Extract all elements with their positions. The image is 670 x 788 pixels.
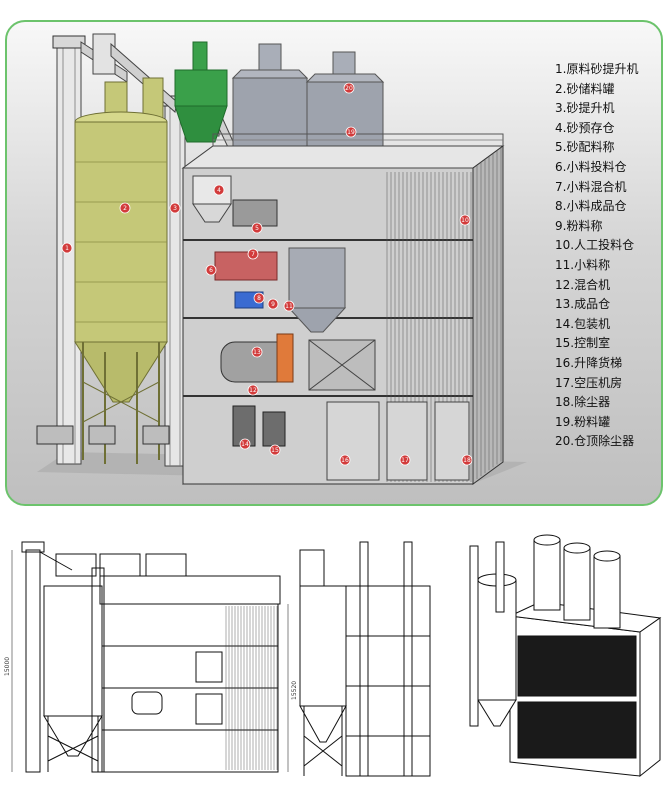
legend: 1.原料砂提升机 2.砂储料罐 3.砂提升机 4.砂预存仓 5.砂配料称 6.小料投料仓 7… [555,60,661,452]
callout-number: 7 [251,251,255,258]
callout-11: 11 [283,300,295,312]
callout-number: 8 [257,295,261,302]
legend-item: 12.混合机 [555,277,611,292]
callout-number: 1 [65,245,69,252]
callout-2: 2 [119,202,131,214]
technical-drawings: 15000 15520 [4,534,662,778]
dimension-total-height: 15000 [4,657,11,676]
legend-item: 8.小料成品仓 [555,199,627,214]
callout-15: 15 [269,444,281,456]
callout-number: 6 [209,267,213,274]
legend-item: 5.砂配料称 [555,140,615,155]
legend-item: 10.人工投料仓 [555,238,635,253]
legend-item: 17.空压机房 [555,375,623,390]
callout-number: 16 [341,457,349,464]
callout-18: 18 [461,454,473,466]
callout-9: 9 [267,298,279,310]
legend-item: 11.小料称 [555,257,611,272]
dimension-floor-height: 15520 [291,681,298,700]
callout-5: 5 [251,222,263,234]
legend-item: 7.小料混合机 [555,179,627,194]
callout-7: 7 [247,248,259,260]
legend-item: 16.升降货梯 [555,355,623,370]
callout-14: 14 [239,438,251,450]
side-elevation [299,541,431,777]
legend-item: 20.仓顶除尘器 [555,434,635,449]
callout-20: 20 [343,82,355,94]
callout-10: 10 [459,214,471,226]
cyclone-dust-collector [174,41,228,143]
legend-item: 18.除尘器 [555,395,611,410]
callout-number: 11 [285,303,293,310]
callout-number: 17 [401,457,409,464]
legend-item: 19.粉料罐 [555,414,611,429]
callout-4: 4 [213,184,225,196]
callout-17: 17 [399,454,411,466]
callout-number: 2 [123,205,127,212]
callout-number: 12 [249,387,257,394]
legend-item: 3.砂提升机 [555,101,615,116]
callout-19: 19 [345,126,357,138]
callout-6: 6 [205,264,217,276]
callout-3: 3 [169,202,181,214]
legend-item: 2.砂储料罐 [555,81,615,96]
callout-number: 10 [461,217,469,224]
legend-item: 1.原料砂提升机 [555,62,639,76]
isometric-view [469,534,662,778]
callout-number: 3 [173,205,177,212]
callout-16: 16 [339,454,351,466]
callout-number: 20 [345,85,353,92]
callout-number: 13 [253,349,261,356]
callout-1: 1 [61,242,73,254]
legend-item: 4.砂预存仓 [555,120,615,135]
legend-item: 13.成品仓 [555,297,611,312]
callout-number: 5 [255,225,259,232]
legend-item: 15.控制室 [555,336,611,351]
legend-item: 14.包装机 [555,316,611,331]
callout-number: 9 [271,301,275,308]
legend-item: 9.粉料称 [555,218,603,233]
sand-storage-silo [74,77,170,464]
main-building [181,133,505,485]
callout-12: 12 [247,384,259,396]
callout-13: 13 [251,346,263,358]
callout-number: 14 [241,441,249,448]
callout-number: 4 [217,187,221,194]
front-elevation [21,541,281,773]
callout-number: 18 [463,457,471,464]
callout-number: 19 [347,129,355,136]
callout-8: 8 [253,292,265,304]
legend-item: 6.小料投料仓 [555,159,627,174]
callout-number: 15 [271,447,279,454]
